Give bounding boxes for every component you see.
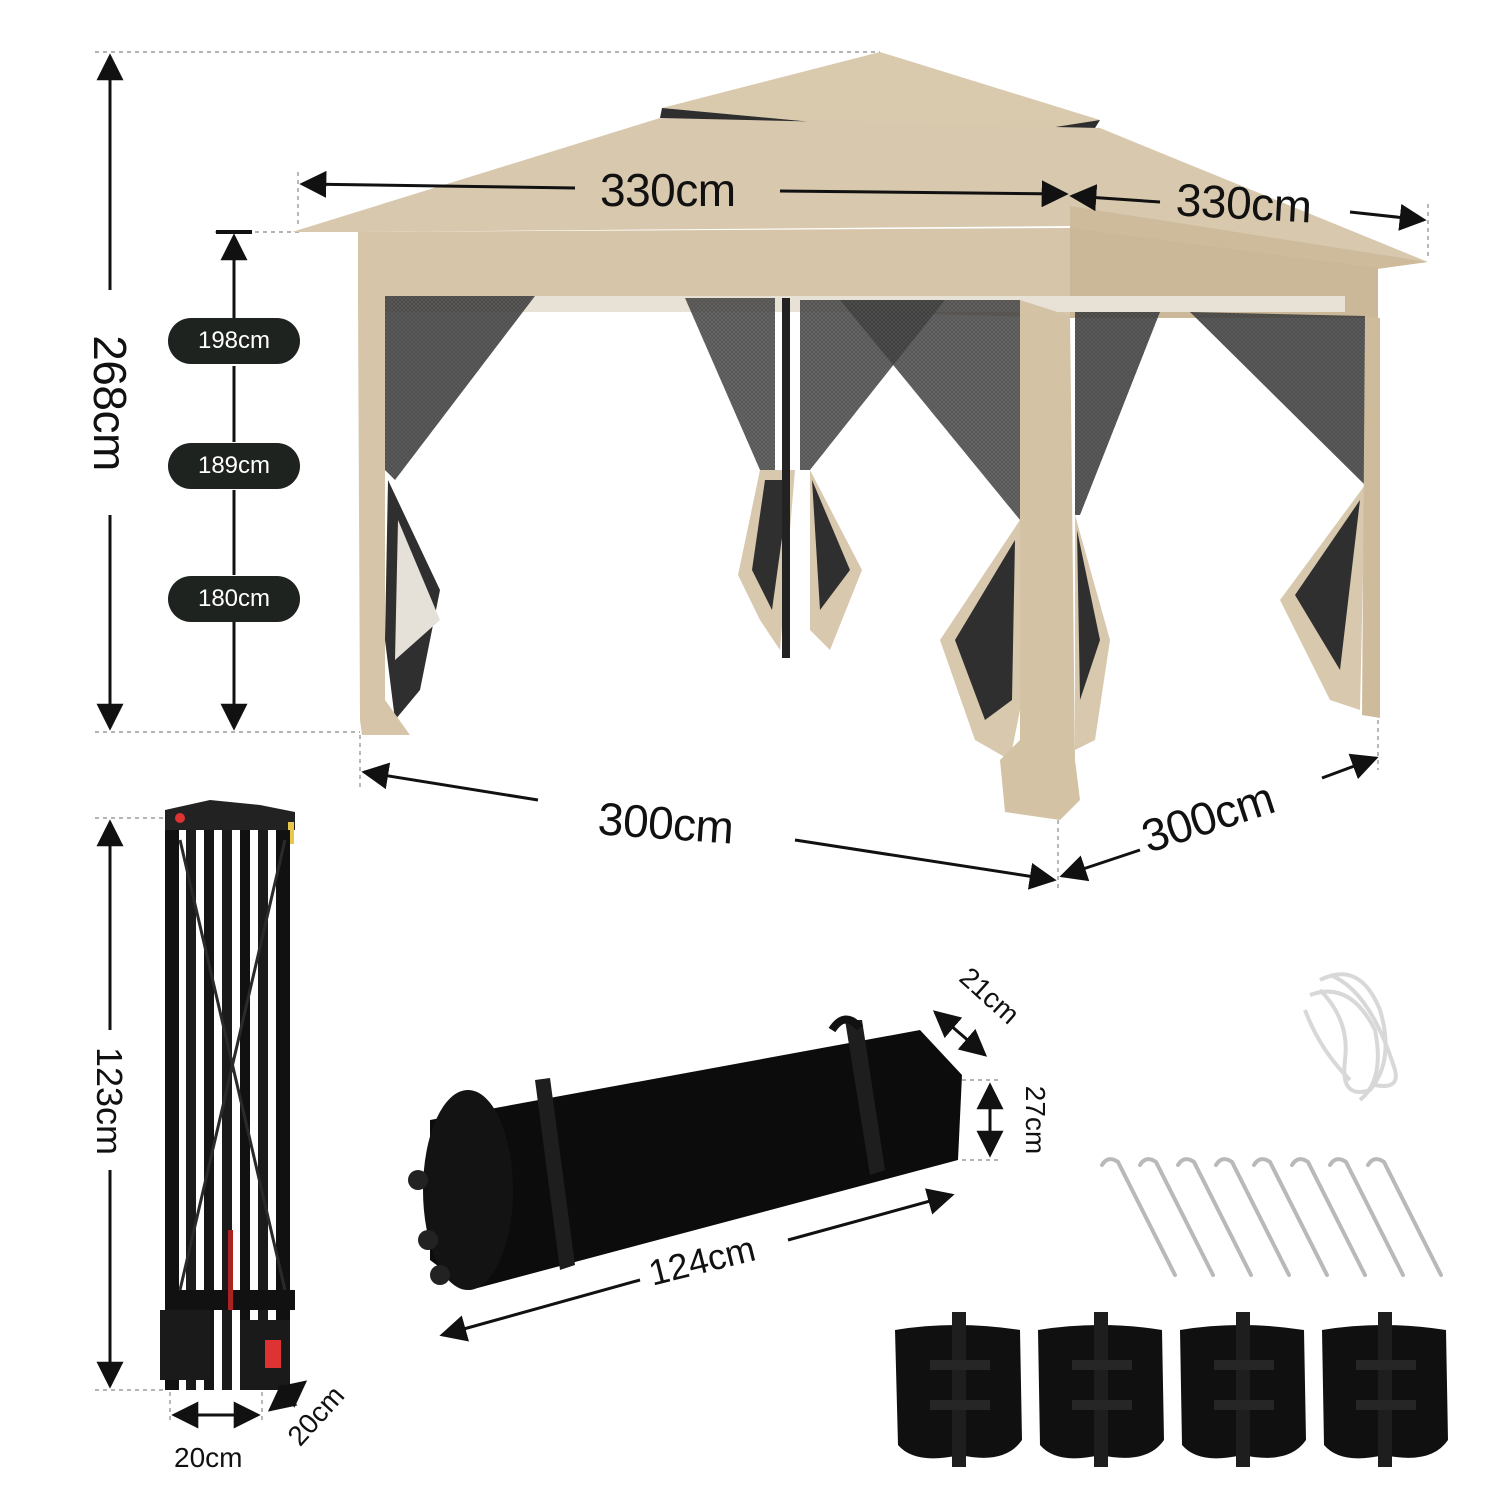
gazebo-illustration [292, 52, 1428, 820]
curtain-bunch [1077, 530, 1100, 700]
bag-height-label: 27cm [1020, 1085, 1051, 1155]
folded-height-label: 123cm [89, 1046, 130, 1156]
leg-back-right [1362, 316, 1380, 718]
height-option-1: 198cm [168, 318, 300, 364]
mesh-curtain [685, 298, 775, 470]
leg-front-right [1000, 300, 1080, 820]
mesh-curtain [1075, 312, 1160, 515]
roof-vent-top [662, 52, 1100, 138]
mesh-curtain [385, 296, 535, 480]
valance-front [358, 228, 1070, 318]
mesh-curtain [840, 300, 1020, 520]
carry-bag-illustration [408, 1015, 962, 1290]
carry-bag-arrows [439, 1010, 1004, 1342]
curtain-bunch [1295, 500, 1360, 670]
roof-side-face [1070, 206, 1428, 270]
curtain-bunch [955, 540, 1015, 720]
rope-bundle-icon [1303, 972, 1398, 1102]
top-width-side-label: 330cm [1174, 173, 1313, 233]
center-pole [782, 298, 790, 658]
base-width-front-label: 300cm [596, 792, 736, 854]
folded-frame-illustration [160, 800, 295, 1390]
valance-side [1070, 228, 1378, 318]
dimension-arrows [96, 53, 1427, 890]
overall-height-label: 268cm [84, 335, 136, 471]
leg-front-left [358, 296, 410, 735]
folded-width-label: 20cm [174, 1442, 243, 1473]
curtain-bunch [752, 480, 790, 610]
ground-stakes-icon [1100, 1157, 1443, 1277]
sandbags-icon [895, 1312, 1448, 1467]
curtain-bunch [395, 520, 440, 660]
mesh-curtain [1190, 312, 1365, 485]
folded-frame-arrows [96, 819, 308, 1429]
curtain-bunch [812, 480, 850, 610]
height-option-2: 189cm [168, 443, 300, 489]
height-option-3: 180cm [168, 576, 300, 622]
top-width-front-label: 330cm [600, 164, 736, 216]
